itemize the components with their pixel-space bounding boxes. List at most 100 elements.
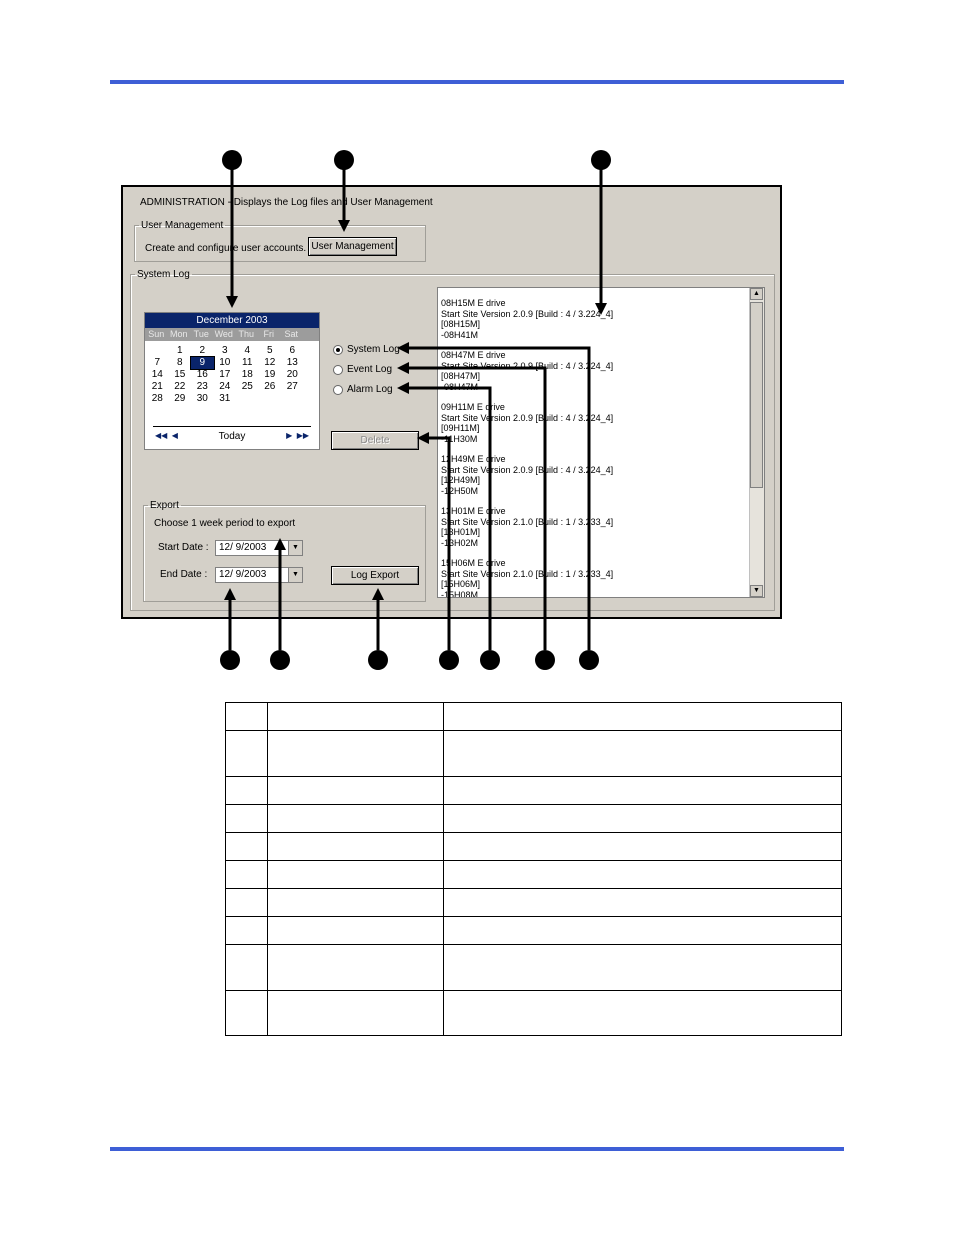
calendar-day[interactable]: [236, 393, 259, 405]
calendar-day[interactable]: 23: [196, 381, 208, 392]
calendar-day[interactable]: 13: [286, 357, 298, 368]
radio-event-log[interactable]: Event Log: [333, 364, 392, 375]
scroll-thumb[interactable]: [750, 302, 763, 488]
administration-window: ADMINISTRATION - Displays the Log files …: [121, 185, 782, 619]
callout-dot: [220, 650, 240, 670]
calendar-weekday-header: Sun Mon Tue Wed Thu Fri Sat: [145, 328, 319, 341]
user-management-button[interactable]: User Management: [308, 237, 397, 256]
log-line: [08H15M]: [441, 319, 481, 329]
weekday-label: Mon: [169, 329, 188, 339]
start-date-value: 12/ 9/2003: [219, 542, 267, 553]
calendar-day[interactable]: 5: [266, 345, 273, 356]
radio-label: Event Log: [347, 364, 393, 375]
calendar-today-button[interactable]: Today: [218, 431, 246, 442]
calendar-day[interactable]: 15: [174, 369, 186, 380]
radio-alarm-log[interactable]: Alarm Log: [333, 384, 393, 395]
calendar-day[interactable]: 8: [176, 357, 183, 368]
callout-dot: [368, 650, 388, 670]
log-line: -13H02M: [441, 537, 479, 548]
log-export-button[interactable]: Log Export: [331, 566, 419, 585]
calendar-day[interactable]: 24: [219, 381, 231, 392]
log-line: 12H49M E drive: [441, 454, 506, 464]
callout-dot: [439, 650, 459, 670]
calendar-day[interactable]: 26: [264, 381, 276, 392]
callout-dot: [579, 650, 599, 670]
calendar-day[interactable]: 21: [151, 381, 163, 392]
calendar-next-icons[interactable]: ▶ ▶▶: [286, 431, 309, 440]
calendar-day[interactable]: [259, 393, 282, 405]
calendar-day[interactable]: 7: [154, 357, 161, 368]
callout-dot: [270, 650, 290, 670]
end-date-picker[interactable]: 12/ 9/2003 ▼: [215, 567, 303, 583]
user-management-group: User Management: [134, 220, 426, 262]
calendar-day[interactable]: 27: [286, 381, 298, 392]
calendar-day[interactable]: [281, 393, 304, 405]
calendar-footer: ◀◀ ◀ Today ▶ ▶▶: [145, 431, 319, 443]
calendar-day[interactable]: 1: [176, 345, 183, 356]
calendar-day[interactable]: 9: [190, 356, 215, 370]
calendar-day[interactable]: 18: [241, 369, 253, 380]
calendar-day[interactable]: 3: [221, 345, 228, 356]
start-date-label: Start Date :: [158, 542, 209, 553]
export-legend: Export: [150, 500, 179, 511]
delete-button[interactable]: Delete: [331, 431, 419, 450]
calendar-day[interactable]: 2: [199, 345, 206, 356]
calendar-day[interactable]: 17: [219, 369, 231, 380]
radio-system-log[interactable]: System Log: [333, 344, 400, 355]
user-management-legend: User Management: [141, 220, 224, 231]
calendar-day[interactable]: 4: [244, 345, 251, 356]
calendar-week-row: 14 15 16 17 18 19 20: [145, 369, 319, 381]
radio-unchecked-icon[interactable]: [333, 384, 343, 395]
calendar-prev-icons[interactable]: ◀◀ ◀: [155, 431, 178, 440]
calendar-day[interactable]: 25: [241, 381, 253, 392]
calendar-day[interactable]: [146, 345, 169, 357]
log-line: Start Site Version 2.1.0 [Build : 1 / 3.…: [441, 516, 614, 527]
weekday-label: Fri: [263, 329, 275, 339]
calendar-day[interactable]: 22: [174, 381, 186, 392]
calendar-week-row: 21 22 23 24 25 26 27: [145, 381, 319, 393]
weekday-label: Wed: [214, 329, 233, 339]
calendar-day[interactable]: 30: [196, 393, 208, 404]
calendar-day[interactable]: 11: [242, 357, 253, 368]
calendar-day[interactable]: 28: [151, 393, 163, 404]
calendar-day[interactable]: 12: [264, 357, 276, 368]
scroll-up-icon[interactable]: ▲: [750, 288, 763, 300]
weekday-label: Sat: [284, 329, 298, 339]
log-line: -15H08M: [441, 589, 479, 598]
start-date-picker[interactable]: 12/ 9/2003 ▼: [215, 540, 303, 556]
chevron-down-icon[interactable]: ▼: [288, 568, 302, 582]
radio-label: Alarm Log: [347, 384, 393, 395]
callout-dot: [535, 650, 555, 670]
weekday-label: Thu: [238, 329, 254, 339]
calendar-day[interactable]: 14: [151, 369, 163, 380]
chevron-down-icon[interactable]: ▼: [288, 541, 302, 555]
callout-dot: [480, 650, 500, 670]
radio-unchecked-icon[interactable]: [333, 364, 343, 375]
calendar-day[interactable]: 29: [174, 393, 186, 404]
log-line: 13H01M E drive: [441, 506, 506, 516]
calendar-day[interactable]: 20: [286, 369, 298, 380]
month-calendar[interactable]: December 2003 Sun Mon Tue Wed Thu Fri Sa…: [144, 312, 320, 450]
scroll-down-icon[interactable]: ▼: [750, 585, 763, 597]
log-scrollbar[interactable]: ▲ ▼: [749, 288, 764, 597]
calendar-day[interactable]: 19: [264, 369, 276, 380]
calendar-day[interactable]: 6: [289, 345, 296, 356]
calendar-month-label[interactable]: December 2003: [145, 313, 319, 328]
calendar-day[interactable]: 31: [219, 393, 231, 404]
calendar-day[interactable]: 16: [196, 369, 208, 380]
radio-checked-icon[interactable]: [333, 344, 343, 355]
calendar-day[interactable]: 10: [219, 357, 231, 368]
calendar-week-row: 28 29 30 31: [145, 393, 319, 405]
end-date-value: 12/ 9/2003: [219, 569, 267, 580]
callout-dot: [222, 150, 242, 170]
callout-table: [225, 702, 842, 1036]
